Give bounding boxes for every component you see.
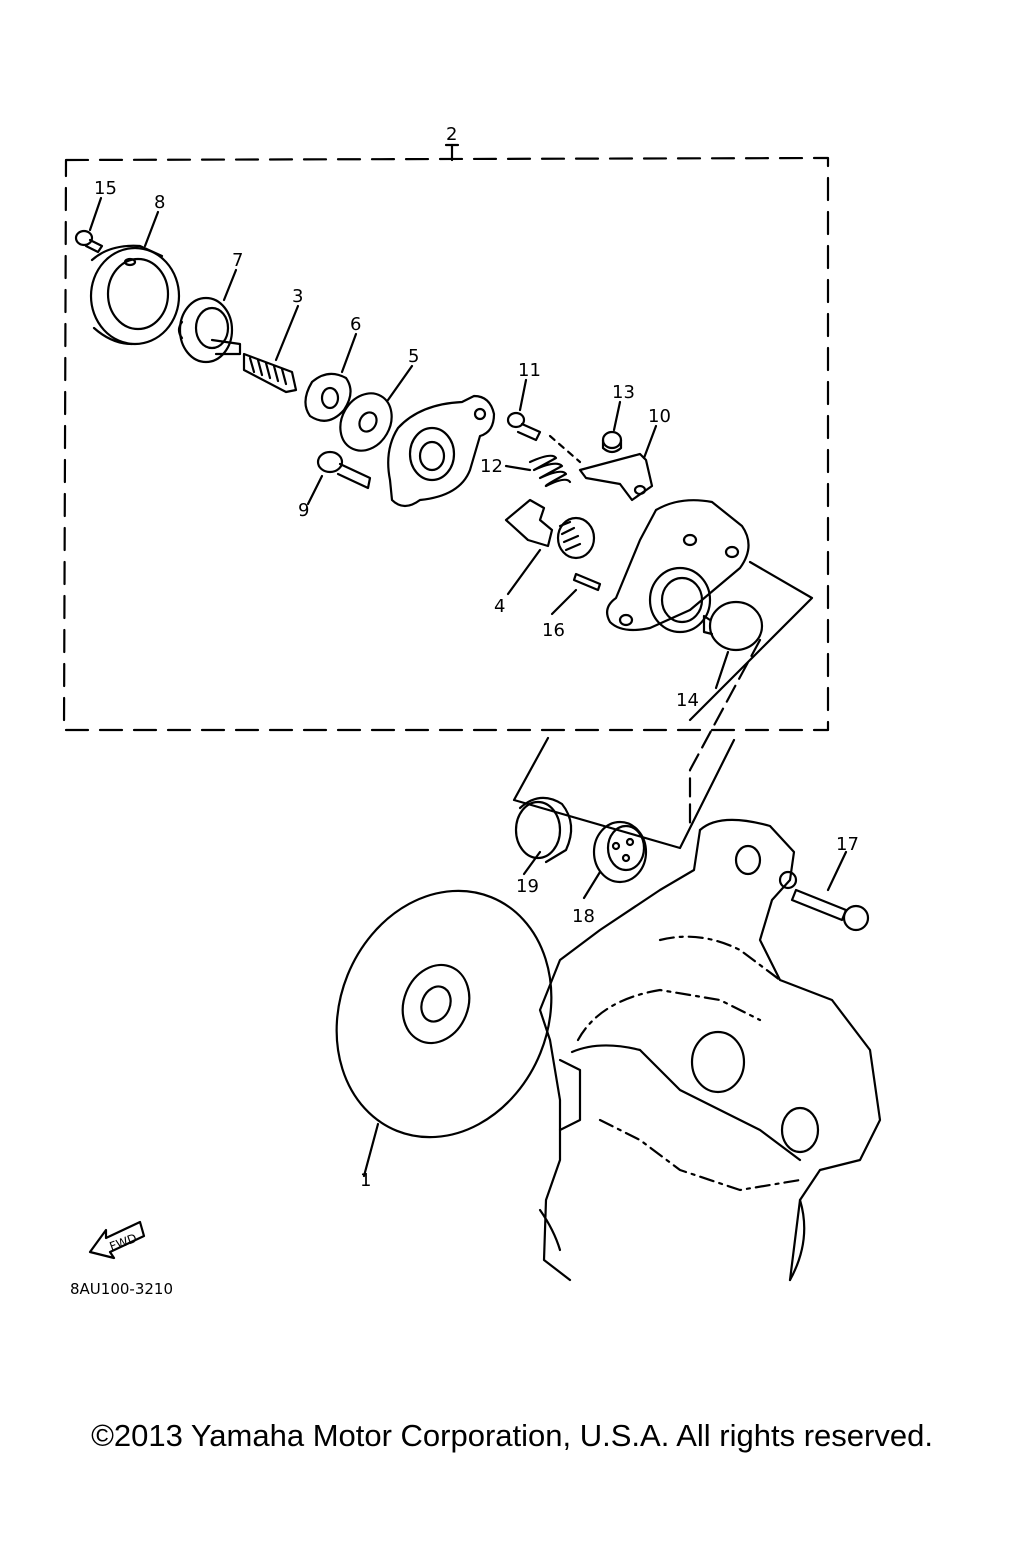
callout-15: 15 bbox=[94, 178, 117, 199]
spindle-4 bbox=[504, 498, 596, 560]
cover-plate bbox=[605, 499, 750, 634]
callout-4: 4 bbox=[494, 596, 505, 617]
callout-17: 17 bbox=[836, 834, 859, 855]
gasket-1 bbox=[335, 889, 553, 1139]
part-code: 8AU100-3210 bbox=[70, 1280, 173, 1298]
screw-11 bbox=[506, 411, 542, 442]
kit-boundary bbox=[62, 156, 830, 732]
callout-1: 1 bbox=[360, 1170, 371, 1191]
callout-12: 12 bbox=[480, 456, 503, 477]
callout-7: 7 bbox=[232, 250, 243, 271]
callout-2: 2 bbox=[446, 124, 457, 145]
nut-13 bbox=[601, 430, 623, 454]
engine-crankcase bbox=[538, 818, 882, 1282]
callout-14: 14 bbox=[676, 690, 699, 711]
impeller-7 bbox=[177, 296, 242, 364]
bolt-9 bbox=[316, 450, 372, 490]
callout-13: 13 bbox=[612, 382, 635, 403]
shaft-3 bbox=[242, 352, 298, 394]
copyright-notice: ©2013 Yamaha Motor Corporation, U.S.A. A… bbox=[91, 1418, 933, 1453]
pin-16 bbox=[572, 572, 602, 592]
callout-18: 18 bbox=[572, 906, 595, 927]
callout-16: 16 bbox=[542, 620, 565, 641]
callout-10: 10 bbox=[648, 406, 671, 427]
washer-5 bbox=[339, 392, 393, 452]
cap-14 bbox=[702, 600, 764, 652]
callout-5: 5 bbox=[408, 346, 419, 367]
callout-19: 19 bbox=[516, 876, 539, 897]
callout-8: 8 bbox=[154, 192, 165, 213]
callout-3: 3 bbox=[292, 286, 303, 307]
bolt-17 bbox=[790, 888, 870, 932]
callout-6: 6 bbox=[350, 314, 361, 335]
callout-9: 9 bbox=[298, 500, 309, 521]
screw-15 bbox=[74, 229, 104, 254]
callout-11: 11 bbox=[518, 360, 541, 381]
cup-19 bbox=[514, 796, 573, 864]
fwd-arrow-icon bbox=[88, 1220, 146, 1260]
pump-housing bbox=[387, 394, 496, 508]
spring-12 bbox=[528, 454, 572, 488]
cover-8 bbox=[89, 244, 181, 346]
lever-10 bbox=[578, 452, 654, 502]
seal-18 bbox=[592, 820, 648, 884]
